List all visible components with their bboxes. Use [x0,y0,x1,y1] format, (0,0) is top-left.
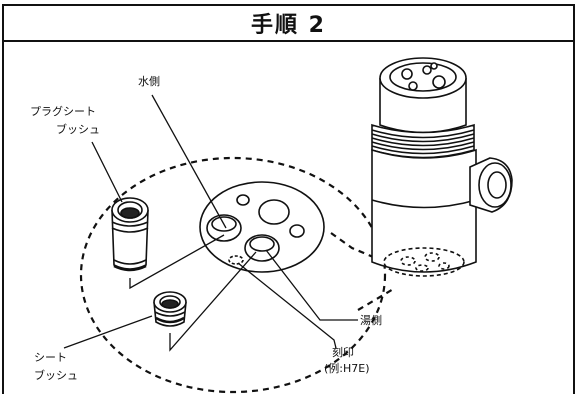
valve-disk [199,181,325,273]
water-side-label: 水側 [138,75,160,88]
seat-bush-label-line2: ブッシュ [34,369,78,382]
hot-side-hole [244,234,280,262]
step-title: 手順 2 [251,13,326,38]
stamp-label-line2: (例:H7E) [324,362,370,375]
water-side-hole [206,214,242,242]
step-header: 手順 2 [2,4,575,42]
plug-seat-bush-label-line1: プラグシート [30,105,96,118]
zoom-connector-lower [357,287,396,311]
magnified-view-circle [79,156,387,394]
stamp-label-line1: 刻印 [332,346,354,359]
seat-bush-part [153,291,187,327]
assembly-lines [63,94,358,352]
plug-seat-bush-label-line2: ブッシュ [56,123,100,136]
hot-side-label: 湯側 [360,314,382,327]
plug-seat-bush-part [111,197,149,272]
faucet-body [371,57,513,277]
illustration-panel [2,40,575,394]
seat-bush-label-line1: シート [34,351,67,364]
